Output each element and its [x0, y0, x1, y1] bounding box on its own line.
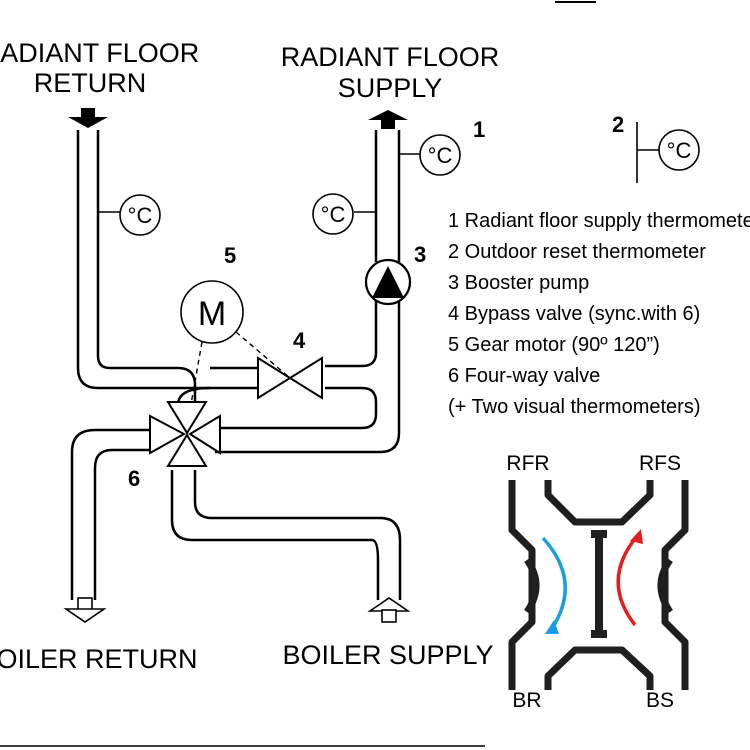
thermometer-icon	[658, 129, 700, 171]
return-visual-thermometer: °C	[98, 194, 161, 236]
detail-label-br: BR	[512, 689, 541, 712]
radiant-floor-supply-thermometer: °C	[399, 134, 461, 176]
motor-valve-linkage	[189, 341, 203, 411]
number-2: 2	[612, 112, 624, 137]
number-5: 5	[224, 243, 236, 268]
legend-item-5: 5 Gear motor (90º 120”)	[448, 334, 660, 356]
boiler-return-arrow-icon	[63, 597, 107, 623]
outdoor-reset-thermometer: °C	[636, 122, 700, 183]
motor-bypass-linkage	[235, 331, 291, 379]
detail-label-rfs: RFS	[639, 452, 681, 475]
number-6: 6	[128, 466, 140, 491]
legend-item-7: (+ Two visual thermometers)	[448, 396, 701, 418]
return-flow-arrow	[541, 536, 567, 631]
legend-item-2: 2 Outdoor reset thermometer	[448, 241, 706, 263]
number-4: 4	[293, 328, 306, 353]
number-1: 1	[473, 117, 485, 142]
radiant-floor-supply-pipe	[215, 130, 401, 454]
detail-label-rfr: RFR	[506, 452, 549, 475]
boiler-supply-pipe	[170, 470, 402, 600]
thermometer-icon	[312, 193, 354, 235]
supply-flow-arrow	[616, 533, 640, 627]
supply-flow-arrow-head	[630, 529, 643, 544]
booster-pump-icon	[364, 258, 412, 306]
return-inlet-arrow-icon	[68, 108, 108, 128]
legend-item-3: 3 Booster pump	[448, 272, 589, 294]
thermometer-unit: °C	[428, 143, 453, 168]
thermometer-icon	[119, 194, 161, 236]
supply-visual-thermometer: °C	[312, 193, 376, 235]
thermometer-unit: °C	[321, 202, 346, 227]
gear-motor-icon: M	[180, 280, 244, 344]
legend-item-6: 6 Four-way valve	[448, 365, 600, 387]
detail-label-bs: BS	[646, 689, 674, 712]
boiler-return-pipe	[70, 428, 150, 600]
valve-rotor	[591, 530, 607, 638]
valve-cross-section: RFR RFS BR BS	[506, 452, 689, 712]
legend-item-1: 1 Radiant floor supply thermometer	[448, 210, 750, 232]
thermometer-icon	[419, 134, 461, 176]
thermometer-unit: °C	[128, 203, 153, 228]
rf-supply-label-line2: SUPPLY	[338, 73, 443, 103]
four-way-valve-icon	[149, 401, 221, 467]
bypass-valve-icon	[257, 356, 323, 400]
supply-outlet-arrow-icon	[368, 110, 408, 129]
boiler-supply-label: BOILER SUPPLY	[282, 640, 493, 670]
radiant-floor-return-pipe	[76, 130, 211, 406]
legend-item-4: 4 Bypass valve (sync.with 6)	[448, 303, 700, 325]
bypass-pipe	[210, 366, 378, 430]
rf-return-label-line1: RADIANT FLOOR	[0, 38, 199, 68]
number-3: 3	[414, 242, 426, 267]
thermometer-unit: °C	[667, 138, 692, 163]
legend: 1 Radiant floor supply thermometer 2 Out…	[448, 210, 750, 418]
boiler-return-label: BOILER RETURN	[0, 644, 198, 674]
return-flow-arrow-head	[545, 620, 559, 634]
motor-symbol: M	[198, 295, 226, 333]
rf-supply-label-line1: RADIANT FLOOR	[281, 42, 500, 72]
valve-body-walls	[508, 480, 689, 690]
rf-return-label-line2: RETURN	[34, 68, 147, 98]
boiler-supply-arrow-icon	[367, 597, 411, 623]
